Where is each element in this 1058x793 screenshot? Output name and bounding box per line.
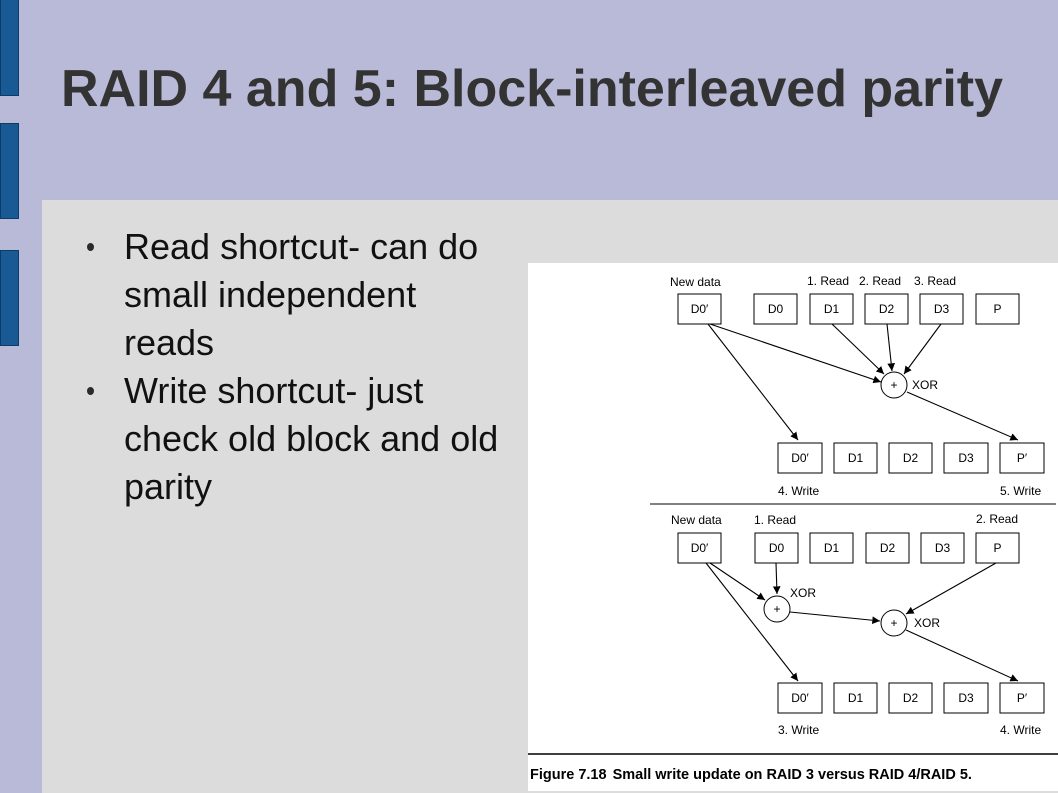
read-3-label: 3. Read xyxy=(914,274,956,288)
bottom-diagram: New data 1. Read 2. Read D0′ D0 D1 D2 D xyxy=(671,512,1045,737)
xor-node: + XOR xyxy=(880,371,938,399)
svg-text:D1: D1 xyxy=(824,302,840,316)
disk-d1-out: D1 xyxy=(833,682,878,714)
caption-label: Figure 7.18 xyxy=(530,767,607,783)
disk-d1: D1 xyxy=(809,293,854,325)
svg-text:P′: P′ xyxy=(1017,691,1028,705)
bullet-text: Write shortcut- just check old block and… xyxy=(124,370,499,507)
svg-text:D2: D2 xyxy=(880,541,896,555)
disk-d2-out: D2 xyxy=(888,682,933,714)
disk-d1: D1 xyxy=(809,532,854,564)
side-tab xyxy=(0,250,19,346)
svg-text:D1: D1 xyxy=(848,451,864,465)
disk-d3-out: D3 xyxy=(943,682,989,714)
xor-label: XOR xyxy=(790,586,816,600)
disk-d2: D2 xyxy=(865,532,910,564)
disk-d0-new: D0′ xyxy=(677,532,722,564)
slide-header xyxy=(0,0,1058,200)
bullet-text: Read shortcut- can do small independent … xyxy=(124,226,479,363)
top-arrows xyxy=(707,323,1019,441)
raid-figure: New data 1. Read 2. Read 3. Read D0′ D0 … xyxy=(528,263,1058,791)
slide-title: RAID 4 and 5: Block-interleaved parity xyxy=(60,60,1004,118)
write-4-label: 4. Write xyxy=(1000,723,1041,737)
svg-text:P′: P′ xyxy=(1017,451,1028,465)
side-tab xyxy=(0,123,19,219)
disk-d0-written: D0′ xyxy=(777,682,823,714)
disk-d0-written: D0′ xyxy=(777,442,823,474)
xor-label: XOR xyxy=(912,378,938,392)
bullet-list: Read shortcut- can do small independent … xyxy=(82,223,512,511)
svg-text:D1: D1 xyxy=(848,691,864,705)
disk-d0-new: D0′ xyxy=(677,293,722,325)
raid-diagram: New data 1. Read 2. Read 3. Read D0′ D0 … xyxy=(528,274,1058,783)
disk-parity: P xyxy=(975,532,1020,564)
bullet-item: Read shortcut- can do small independent … xyxy=(82,223,512,367)
disk-d3-out: D3 xyxy=(943,442,989,474)
bullet-item: Write shortcut- just check old block and… xyxy=(82,367,512,511)
disk-parity-written: P′ xyxy=(999,682,1045,714)
svg-text:D0: D0 xyxy=(768,302,784,316)
bottom-arrows xyxy=(705,562,1019,682)
svg-text:D1: D1 xyxy=(824,541,840,555)
disk-d3: D3 xyxy=(920,532,965,564)
disk-d3: D3 xyxy=(919,293,964,325)
write-5-label: 5. Write xyxy=(1000,484,1041,498)
new-data-label: New data xyxy=(670,275,721,289)
disk-d2: D2 xyxy=(864,293,909,325)
svg-text:P: P xyxy=(993,541,1001,555)
disk-parity-written: P′ xyxy=(999,442,1045,474)
svg-text:D3: D3 xyxy=(934,302,950,316)
disk-parity: P xyxy=(975,293,1020,325)
write-3-label: 3. Write xyxy=(778,723,819,737)
svg-text:D0′: D0′ xyxy=(791,691,809,705)
side-tab xyxy=(0,0,19,96)
svg-text:+: + xyxy=(890,378,897,392)
svg-text:D2: D2 xyxy=(903,691,919,705)
write-4-label: 4. Write xyxy=(778,484,819,498)
disk-d0: D0 xyxy=(754,532,799,564)
left-band xyxy=(0,0,42,793)
svg-text:D2: D2 xyxy=(879,302,895,316)
svg-text:D0′: D0′ xyxy=(791,451,809,465)
bullet-icon xyxy=(87,387,94,395)
read-2-label: 2. Read xyxy=(976,512,1018,526)
svg-text:D0: D0 xyxy=(769,541,785,555)
svg-text:D3: D3 xyxy=(958,451,974,465)
svg-text:D3: D3 xyxy=(958,691,974,705)
svg-text:D0′: D0′ xyxy=(691,302,709,316)
bullet-icon xyxy=(87,243,94,251)
svg-text:D3: D3 xyxy=(935,541,951,555)
svg-text:+: + xyxy=(773,602,780,616)
disk-d1-out: D1 xyxy=(833,442,878,474)
svg-text:D2: D2 xyxy=(903,451,919,465)
svg-text:+: + xyxy=(890,616,897,630)
xor-node-1: + XOR xyxy=(763,586,816,623)
top-diagram: New data 1. Read 2. Read 3. Read D0′ D0 … xyxy=(670,274,1045,498)
figure-caption: Figure 7.18 Small write update on RAID 3 … xyxy=(530,767,972,783)
disk-d0: D0 xyxy=(753,293,798,325)
xor-node-2: + XOR xyxy=(880,609,940,637)
disk-d2-out: D2 xyxy=(888,442,933,474)
read-1-label: 1. Read xyxy=(754,513,796,527)
svg-text:P: P xyxy=(993,302,1001,316)
svg-text:D0′: D0′ xyxy=(691,541,709,555)
read-2-label: 2. Read xyxy=(859,274,901,288)
caption-text: Small write update on RAID 3 versus RAID… xyxy=(613,767,972,783)
new-data-label: New data xyxy=(671,513,722,527)
read-1-label: 1. Read xyxy=(807,274,849,288)
xor-label: XOR xyxy=(914,616,940,630)
